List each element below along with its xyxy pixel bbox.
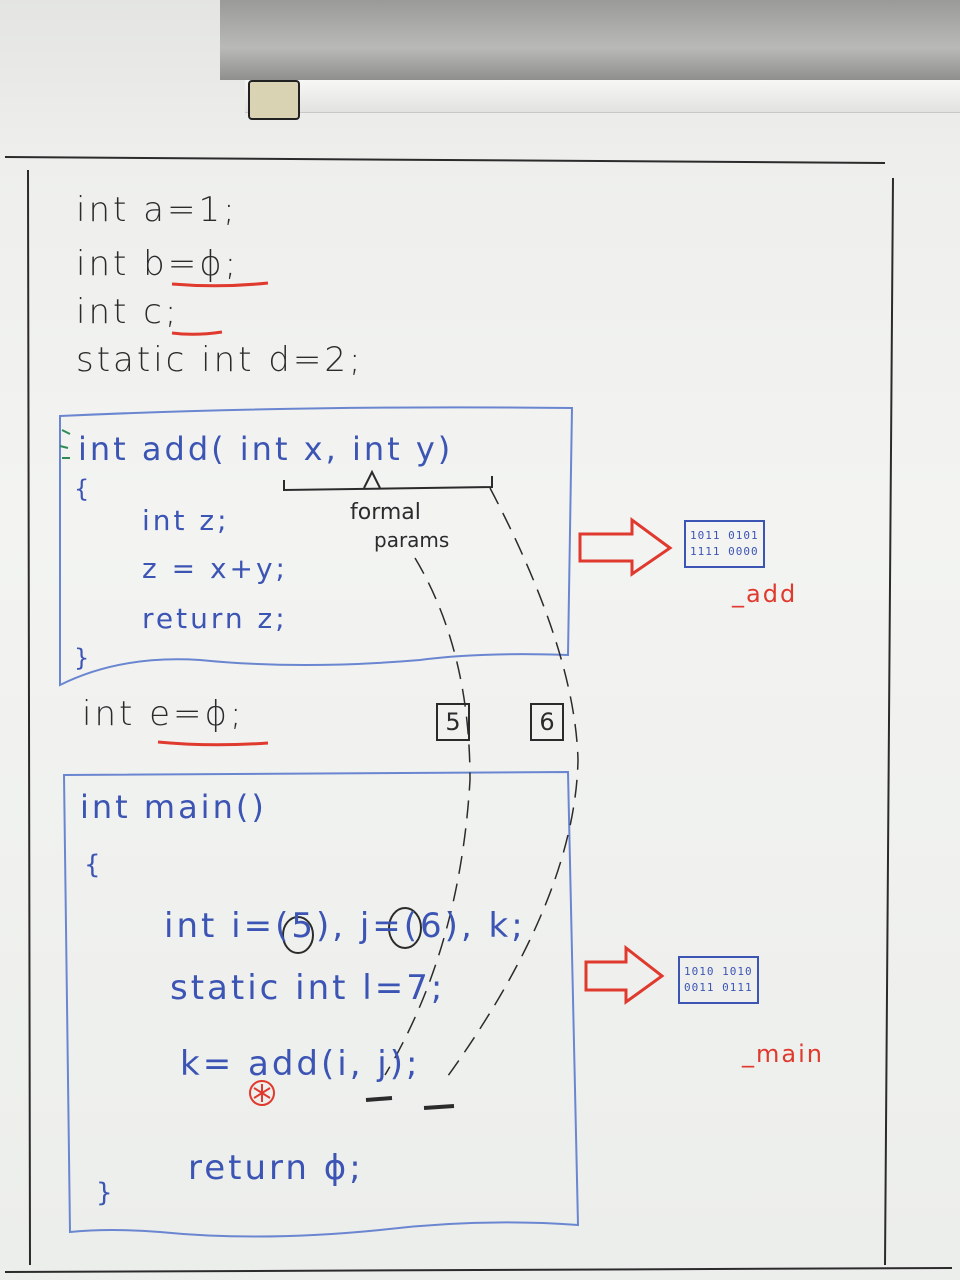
add-line-3: return z; — [142, 602, 288, 635]
global-a: int a=1; — [76, 190, 238, 230]
underline-c — [171, 330, 223, 336]
tube-socket — [248, 80, 300, 120]
underline-e — [157, 740, 269, 747]
formal-params-arrow — [363, 469, 381, 489]
main-signature: int main() — [80, 788, 267, 826]
main-line-2: static int l=7; — [170, 968, 446, 1008]
add-open-brace: { — [74, 475, 93, 503]
params-label: params — [374, 528, 450, 552]
arg-value-6: 6 — [530, 703, 564, 741]
add-binary-box: 1011 0101 1111 0000 — [684, 520, 765, 568]
green-marks — [59, 429, 71, 459]
arg-value-5: 5 — [436, 703, 470, 741]
formal-params-bracket — [283, 476, 493, 492]
circle-5 — [282, 916, 314, 954]
global-d: static int d=2; — [76, 340, 364, 380]
main-binary-row-2: 0011 0111 — [684, 981, 753, 994]
main-line-1: int i=(5), j=(6), k; — [164, 906, 526, 946]
underline-i — [365, 1096, 393, 1102]
circle-6 — [388, 907, 422, 949]
main-function-box — [62, 770, 580, 1238]
underline-j — [423, 1104, 455, 1110]
add-binary-row-2: 1111 0000 — [690, 545, 759, 558]
underline-b — [171, 281, 269, 288]
main-close-brace: } — [96, 1178, 116, 1208]
add-line-2: z = x+y; — [142, 552, 288, 585]
main-binary-box: 1010 1010 0011 0111 — [678, 956, 759, 1004]
add-symbol-label: _add — [732, 580, 798, 608]
formal-label: formal — [350, 500, 421, 525]
add-binary-row-1: 1011 0101 — [690, 529, 759, 542]
dashed-line-x — [384, 557, 471, 1076]
star-marker — [249, 1080, 275, 1106]
add-signature: int add( int x, int y) — [78, 430, 454, 468]
main-symbol-label: _main — [742, 1040, 824, 1068]
main-open-brace: { — [84, 850, 104, 880]
add-close-brace: } — [74, 644, 93, 672]
star-marker-lines — [253, 1084, 271, 1102]
global-e: int e=ϕ; — [82, 694, 245, 734]
global-b: int b=ϕ; — [76, 244, 240, 284]
ceiling-light-fixture — [220, 0, 960, 80]
add-arrow — [578, 517, 673, 577]
add-line-1: int z; — [142, 504, 230, 537]
main-binary-row-1: 1010 1010 — [684, 965, 753, 978]
main-line-4: return ϕ; — [188, 1148, 364, 1188]
light-tube — [245, 80, 960, 113]
main-arrow — [584, 944, 665, 1005]
add-function-box — [59, 406, 574, 687]
outer-frame — [4, 156, 953, 1273]
main-line-3: k= add(i, j); — [180, 1044, 421, 1084]
dashed-line-y — [444, 487, 579, 1081]
global-c: int c; — [76, 292, 180, 332]
